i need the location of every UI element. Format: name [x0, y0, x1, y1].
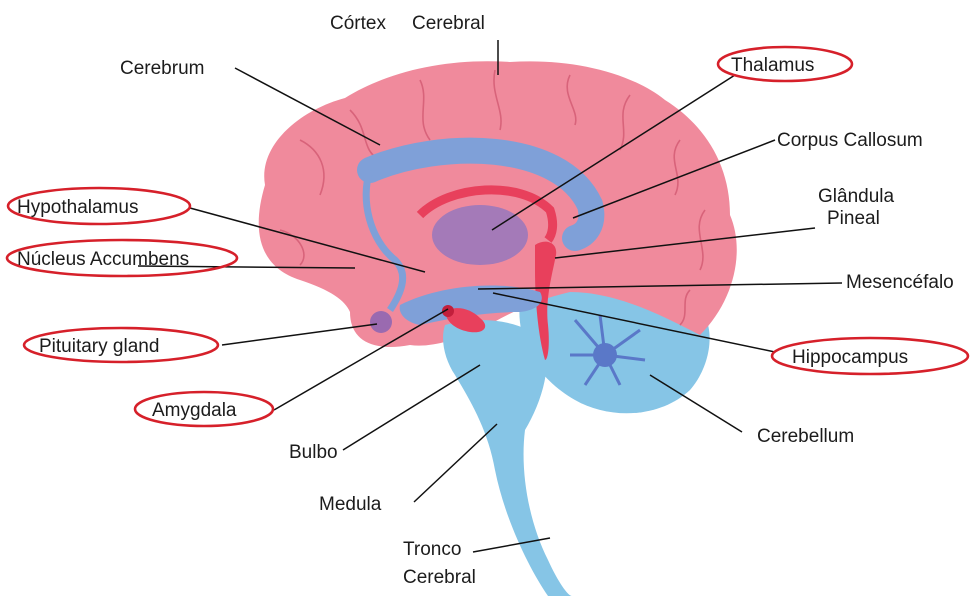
label-mesencefalo: Mesencéfalo — [846, 272, 954, 293]
label-cerebrum: Cerebrum — [120, 58, 204, 79]
label-cortex: Córtex — [330, 13, 386, 34]
pituitary-shape — [370, 311, 392, 333]
cerebellum-core — [593, 343, 617, 367]
label-amygdala: Amygdala — [152, 400, 237, 421]
label-tronco-cerebral: Cerebral — [403, 567, 476, 588]
label-glandula: Glândula — [818, 186, 894, 207]
label-bulbo: Bulbo — [289, 442, 338, 463]
label-cerebellum: Cerebellum — [757, 426, 854, 447]
thalamus-shape — [432, 205, 528, 265]
label-hippocampus: Hippocampus — [792, 347, 908, 368]
label-corpus-callosum: Corpus Callosum — [777, 130, 923, 151]
label-pineal: Pineal — [827, 208, 880, 229]
label-pituitary: Pituitary gland — [39, 336, 159, 357]
label-thalamus: Thalamus — [731, 55, 814, 76]
label-medula: Medula — [319, 494, 382, 515]
label-cerebral: Cerebral — [412, 13, 485, 34]
label-nucleus-accumbens: Núcleus Accumbens — [17, 249, 189, 270]
label-hypothalamus: Hypothalamus — [17, 197, 138, 218]
label-tronco: Tronco — [403, 539, 461, 560]
